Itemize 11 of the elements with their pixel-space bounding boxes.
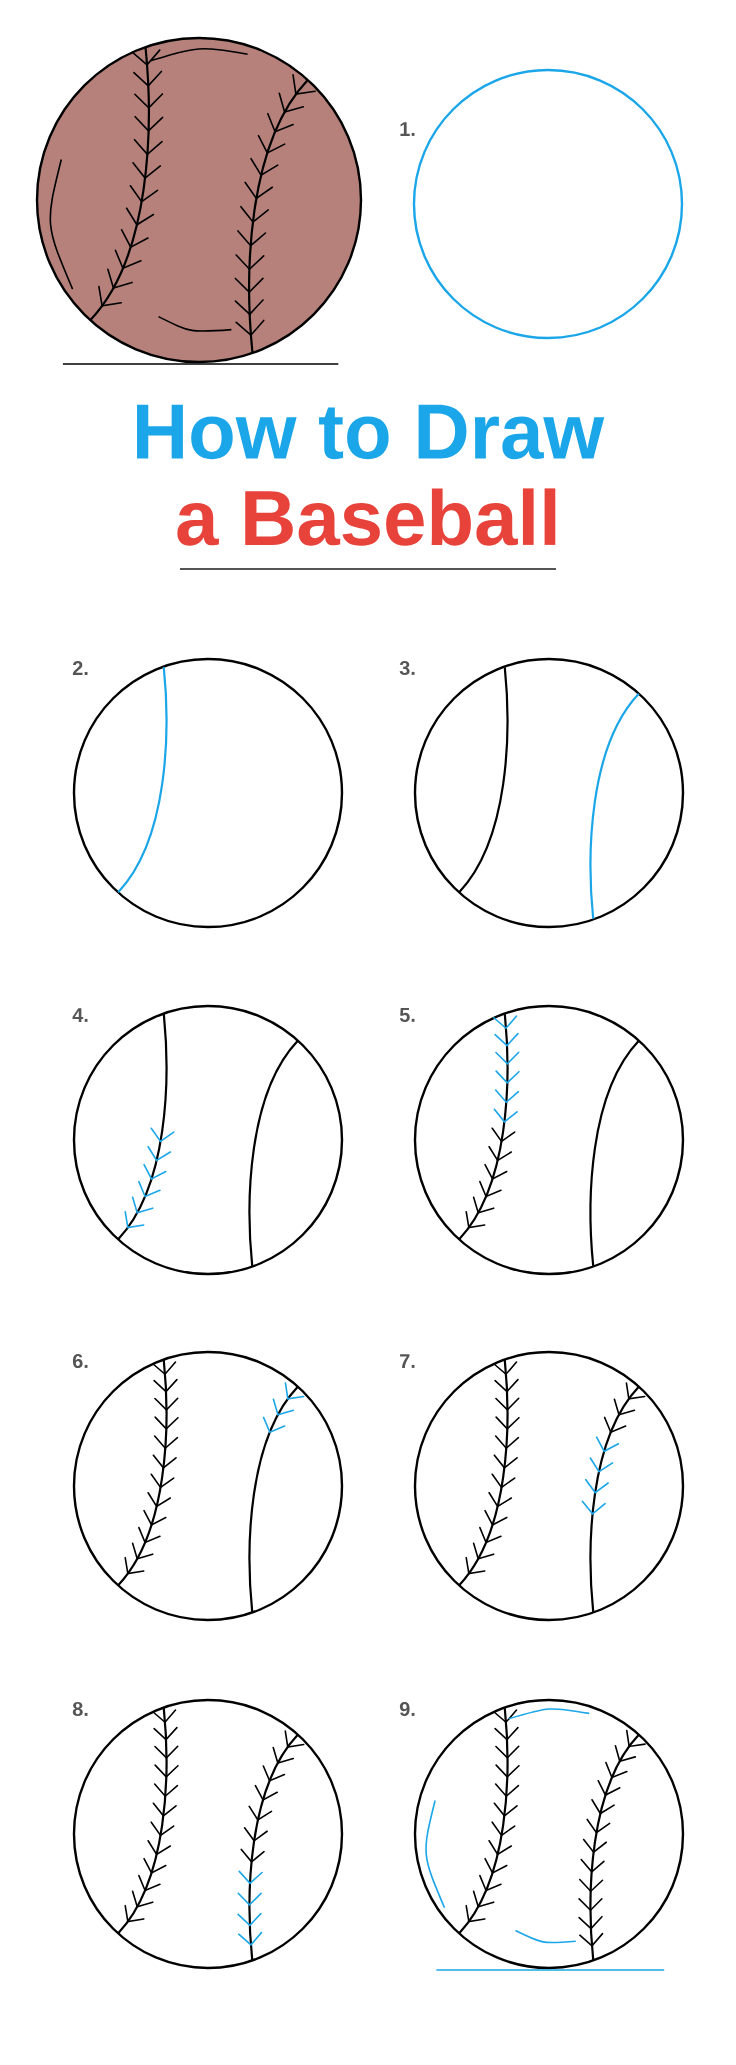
title: How to Draw: [137, 404, 605, 460]
step-number: 5.: [399, 1008, 415, 1022]
step-number: 7.: [400, 1354, 415, 1368]
step-number: 2.: [72, 661, 88, 675]
step-number: 1.: [400, 122, 415, 136]
step-number: 3.: [399, 660, 415, 676]
step-number: 8.: [72, 1701, 88, 1717]
step-number: 6.: [72, 1353, 88, 1369]
title: a Baseball: [177, 488, 556, 546]
step-number: 9.: [399, 1701, 415, 1717]
step-number: 4.: [72, 1008, 88, 1022]
